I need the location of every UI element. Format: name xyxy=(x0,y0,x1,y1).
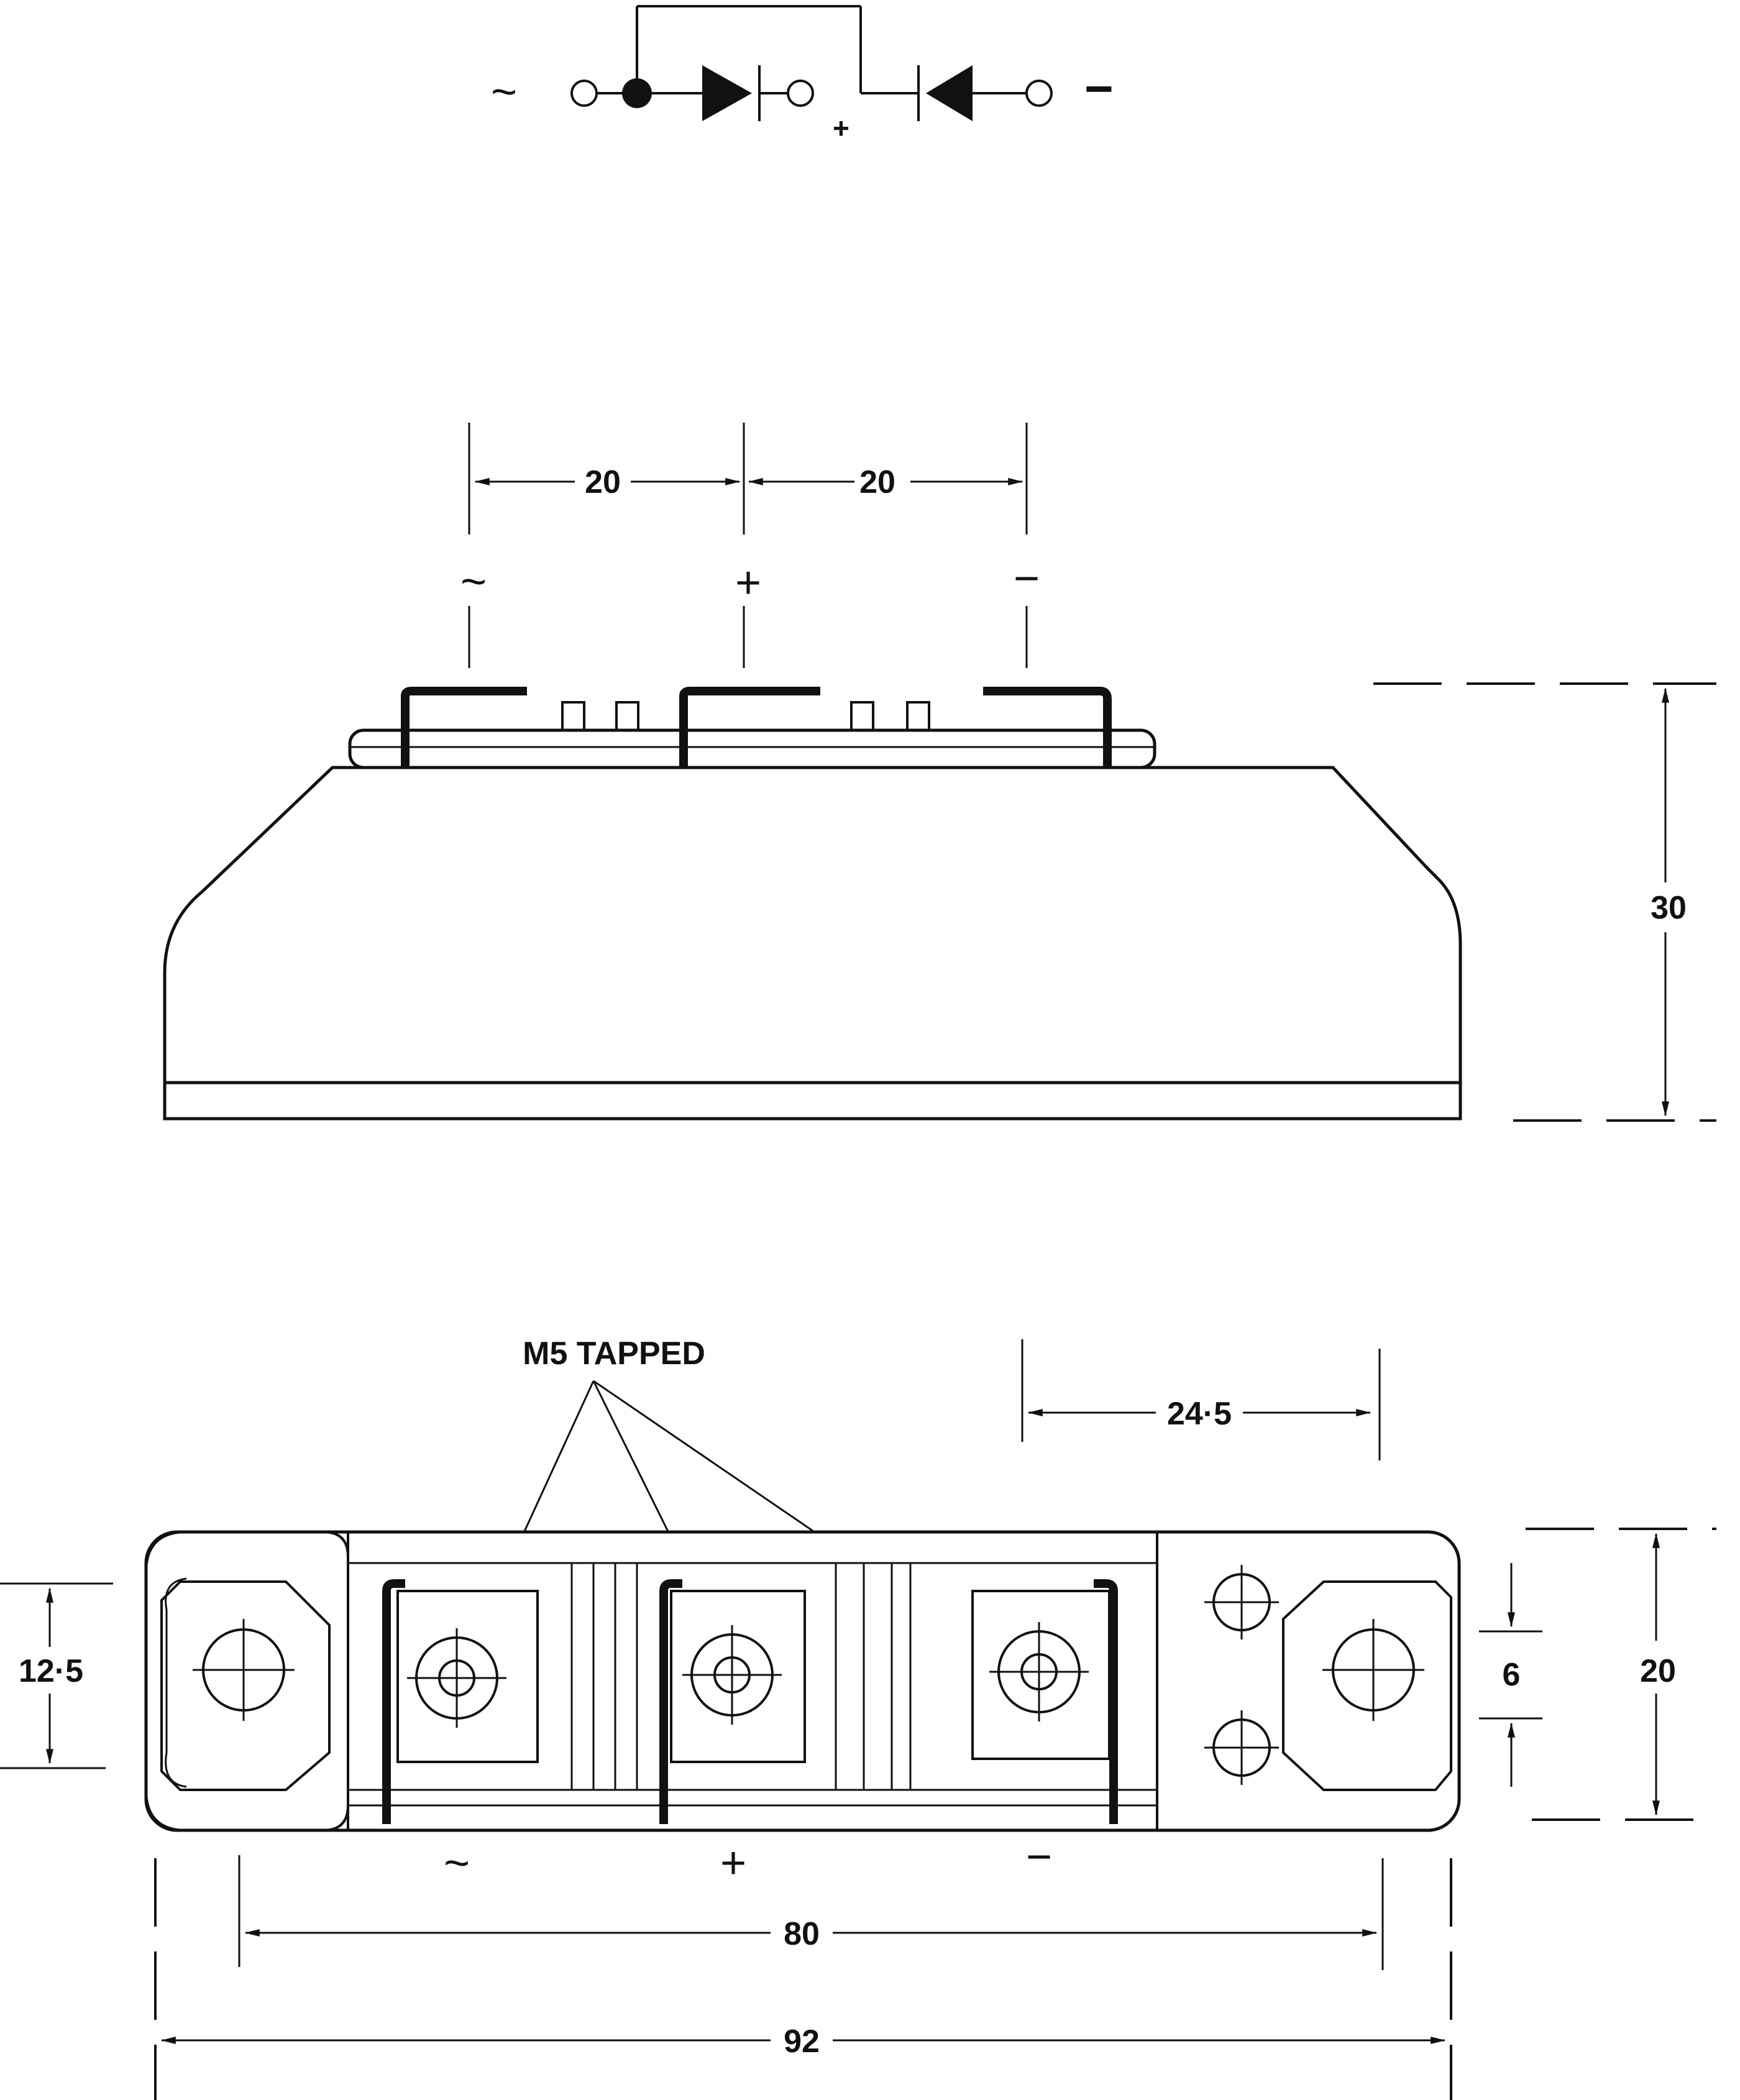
side-view: 20 20 ~ + − 30 xyxy=(163,423,1716,1122)
base-plate xyxy=(163,1081,1462,1121)
pos-terminal-icon xyxy=(787,80,814,107)
junction-dot-icon xyxy=(622,78,652,108)
hole-pitch-dimension: 80 xyxy=(784,1916,820,1952)
neg-terminal-icon xyxy=(1025,80,1053,107)
aux-pin xyxy=(906,701,930,731)
diode-1-icon xyxy=(702,65,752,121)
schematic-ac-label: ~ xyxy=(491,67,517,117)
plan-neg-label: − xyxy=(1026,1832,1052,1882)
pos-terminal-tab xyxy=(679,687,820,768)
plan-view: M5 TAPPED 24·5 xyxy=(0,1336,1716,2100)
circuit-schematic: ~ + − xyxy=(491,5,1114,144)
ac-terminal-tab xyxy=(401,687,527,768)
pitch-left-dimension: 20 xyxy=(585,464,621,500)
neg-terminal-tab xyxy=(983,687,1112,768)
ac-terminal-icon xyxy=(570,80,598,107)
module-top-outline xyxy=(144,1530,1461,1832)
terminal-platform xyxy=(348,728,1156,769)
slot-dimension: 6 xyxy=(1503,1657,1521,1693)
diode-2-icon xyxy=(926,65,973,121)
pos-terminal-pad xyxy=(670,1590,806,1763)
plan-ac-label: ~ xyxy=(444,1838,470,1888)
aux-pin xyxy=(561,701,585,731)
schematic-neg-label: − xyxy=(1084,61,1114,116)
schematic-pos-label: + xyxy=(833,112,849,144)
aux-pin xyxy=(615,701,639,731)
hole-offset-dimension: 24·5 xyxy=(1167,1396,1232,1432)
aux-pin xyxy=(850,701,874,731)
width-dimension: 20 xyxy=(1640,1653,1676,1689)
height-dimension: 30 xyxy=(1651,890,1687,926)
m5-tapped-callout: M5 TAPPED xyxy=(523,1336,705,1372)
side-neg-label: − xyxy=(1014,554,1040,603)
left-height-dimension: 12·5 xyxy=(19,1653,83,1689)
side-pos-label: + xyxy=(735,558,761,608)
overall-length-dimension: 92 xyxy=(784,2024,820,2060)
pitch-right-dimension: 20 xyxy=(859,464,895,500)
side-ac-label: ~ xyxy=(460,557,487,607)
ac-terminal-pad xyxy=(396,1590,539,1763)
module-housing xyxy=(163,766,1462,1121)
plan-pos-label: + xyxy=(720,1838,746,1888)
